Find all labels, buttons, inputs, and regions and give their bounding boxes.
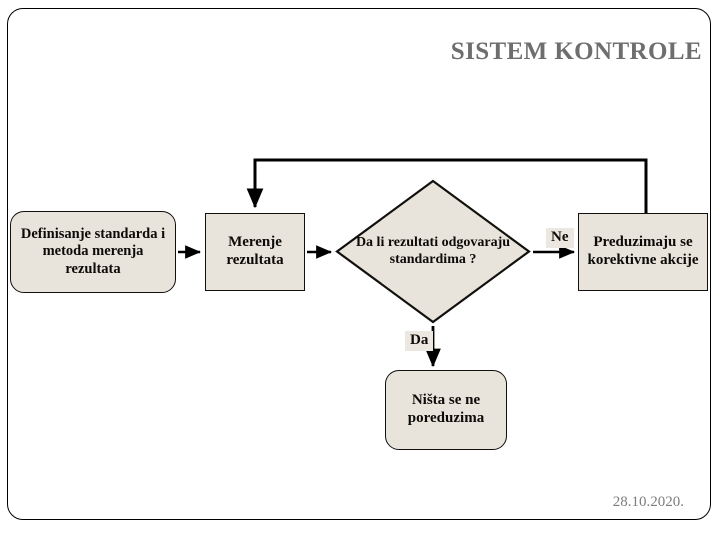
flow-node-decision-results-match-standards[interactable]: Da li rezultati odgovaraju standardima ? (335, 179, 531, 324)
diamond-shape (335, 179, 531, 324)
branch-label-no: Ne (546, 228, 574, 248)
flow-node-measure-results[interactable]: Merenje rezultata (205, 213, 305, 291)
date-stamp: 28.10.2020. (612, 494, 684, 510)
branch-label-yes: Da (405, 331, 434, 351)
page-title: SISTEM KONTROLE (450, 38, 702, 65)
flow-node-do-nothing[interactable]: Ništa se ne poreduzima (385, 370, 507, 450)
flow-node-corrective-actions[interactable]: Preduzimaju se korektivne akcije (578, 213, 708, 291)
flow-node-define-standards[interactable]: Definisanje standarda i metoda merenja r… (10, 211, 176, 293)
